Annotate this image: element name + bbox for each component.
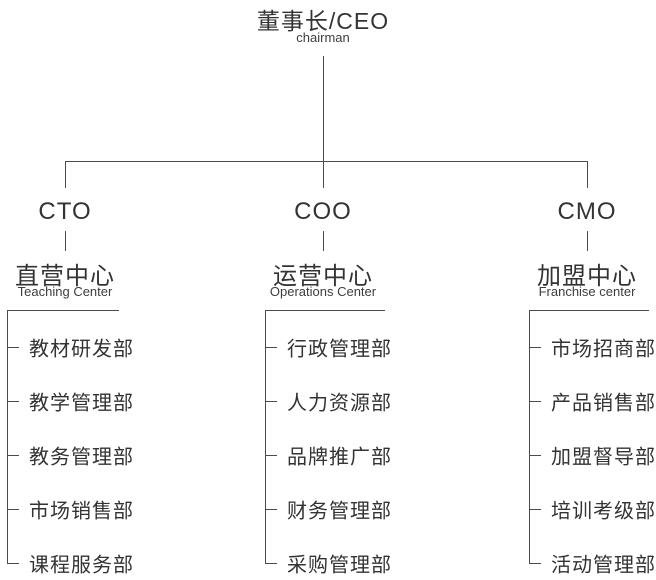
department-tick [529, 563, 541, 564]
center-label: 加盟中心 [537, 263, 637, 290]
department-label: 教务管理部 [29, 446, 134, 469]
department-tick [265, 347, 277, 348]
role-label: COO [294, 198, 352, 225]
department-tick [265, 563, 277, 564]
connector-main-horizontal [65, 161, 588, 162]
department-label: 财务管理部 [287, 500, 392, 523]
department-label: 教学管理部 [29, 392, 134, 415]
department-tick [529, 509, 541, 510]
department-tick [7, 509, 19, 510]
department-label: 活动管理部 [551, 554, 656, 577]
bracket-vertical [265, 310, 266, 563]
department-tick [7, 401, 19, 402]
department-tick [265, 455, 277, 456]
center-sublabel: Franchise center [538, 284, 636, 299]
department-tick [7, 455, 19, 456]
department-label: 行政管理部 [287, 338, 392, 361]
center-label: 直营中心 [15, 263, 115, 290]
role-label: CTO [38, 198, 92, 225]
department-label: 培训考级部 [551, 500, 656, 523]
department-tick [265, 401, 277, 402]
department-tick [7, 563, 19, 564]
department-label: 教材研发部 [29, 338, 134, 361]
department-label: 人力资源部 [287, 392, 392, 415]
center-label: 运营中心 [273, 263, 373, 290]
branch-cmo: CMO 加盟中心 Franchise center 市场招商部 产品销售部 加盟… [529, 0, 656, 580]
department-label: 采购管理部 [287, 554, 392, 577]
department-tick [265, 509, 277, 510]
department-label: 加盟督导部 [551, 446, 656, 469]
department-tick [529, 401, 541, 402]
root-subtitle: chairman [296, 30, 350, 45]
department-label: 课程服务部 [29, 554, 134, 577]
connector-root-drop [323, 56, 324, 188]
department-label: 产品销售部 [551, 392, 656, 415]
bracket-horizontal [7, 310, 119, 311]
connector-role-stub [587, 231, 588, 251]
department-label: 市场销售部 [29, 500, 134, 523]
bracket-horizontal [265, 310, 385, 311]
department-label: 市场招商部 [551, 338, 656, 361]
department-label: 品牌推广部 [287, 446, 392, 469]
branch-cto: CTO 直营中心 Teaching Center 教材研发部 教学管理部 教务管… [7, 0, 137, 580]
role-label: CMO [557, 198, 617, 225]
branch-coo: COO 运营中心 Operations Center 行政管理部 人力资源部 品… [265, 0, 395, 580]
center-sublabel: Operations Center [269, 284, 377, 299]
center-sublabel: Teaching Center [17, 284, 113, 299]
connector-role-stub [323, 231, 324, 251]
bracket-horizontal [529, 310, 649, 311]
connector-role-stub [65, 231, 66, 251]
bracket-vertical [7, 310, 8, 563]
connector-right-stub [587, 161, 588, 188]
connector-left-stub [65, 161, 66, 188]
department-tick [529, 347, 541, 348]
department-tick [7, 347, 19, 348]
bracket-vertical [529, 310, 530, 563]
root-title: 董事长/CEO [256, 8, 390, 34]
department-tick [529, 455, 541, 456]
